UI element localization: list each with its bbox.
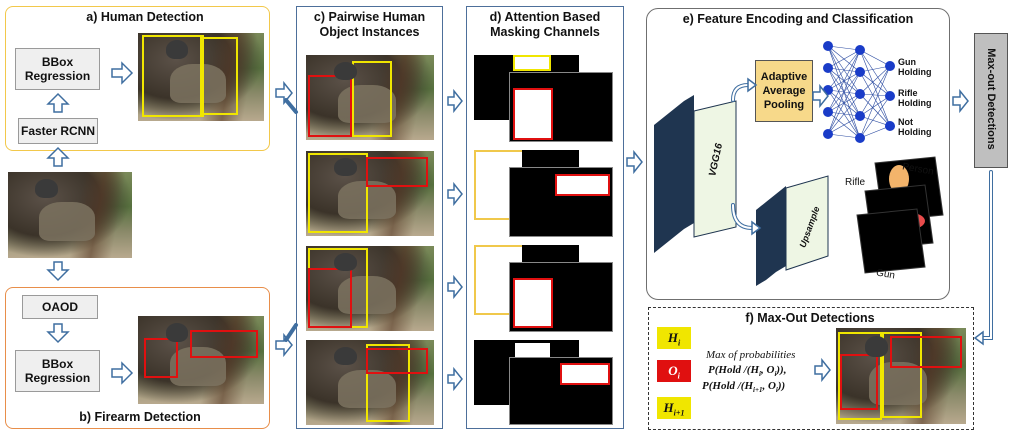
prob2-c: , O [762, 380, 776, 392]
firearm-detection-image [138, 316, 264, 404]
maxout-box [974, 33, 1008, 168]
bbox-regression-box-a: BBox Regression [15, 48, 100, 90]
panel-e [646, 8, 950, 300]
firearm-box-2 [190, 330, 258, 358]
human-box-1 [142, 35, 204, 117]
heatmap-stack [856, 156, 944, 274]
prob1-a: P(Hold /(H [708, 364, 760, 376]
result-human-box-2 [882, 332, 922, 418]
panel-c [296, 6, 443, 429]
human-box-2 [200, 37, 238, 115]
mask3-back-black [522, 245, 579, 263]
prob2-a: P(Hold /(H [702, 380, 754, 392]
panel-b [5, 287, 270, 429]
panel-a-title: a) Human Detection [86, 10, 204, 24]
max-prob-text: Max of probabilities [706, 349, 796, 361]
prob1-b: i [759, 370, 761, 379]
upsample-block [756, 175, 829, 286]
prob-line-1: P(Hold /(Hi, Oi)), [708, 364, 786, 378]
pair-image-2 [306, 151, 434, 236]
pair-image-4 [306, 340, 434, 425]
bbox-regression-box-b: BBox Regression [15, 350, 100, 392]
adaptive-pooling-box: Adaptive Average Pooling [755, 60, 813, 122]
class-not-holding: Not Holding [898, 117, 932, 137]
oaod-box: OAOD [22, 295, 98, 319]
human-detection-image [138, 33, 264, 121]
mask3-front-object [513, 278, 553, 328]
prob1-e: )), [776, 364, 787, 376]
panel-f [648, 307, 974, 430]
pair3-object-box [308, 268, 352, 328]
class-rifle-holding: Rifle Holding [898, 88, 932, 108]
o-i-badge: Oi [657, 360, 691, 382]
panel-e-title: e) Feature Encoding and Classification [682, 12, 914, 26]
mask1-back-human [513, 55, 551, 71]
panel-f-title: f) Max-Out Detections [745, 311, 875, 325]
pair2-object-box [366, 157, 428, 187]
panel-d [466, 6, 624, 429]
panel-d-title: d) Attention Based Masking Channels [489, 10, 601, 39]
mask4-front-object [560, 363, 610, 385]
pair2-human-box [308, 153, 368, 233]
panel-b-title: b) Firearm Detection [79, 410, 201, 424]
faster-rcnn-box: Faster RCNN [18, 118, 98, 144]
mask2-front-object [555, 174, 610, 196]
o-i-sub: i [677, 371, 680, 381]
prob1-d: i [774, 370, 777, 379]
mask1-front-object [513, 88, 553, 140]
maxout-result-image [836, 328, 966, 424]
pair-image-3 [306, 246, 434, 331]
o-i-text: O [668, 363, 678, 378]
result-object-box-1 [840, 354, 878, 410]
prob2-d: i [775, 386, 778, 395]
heatmap-rifle-label: Rifle [845, 177, 866, 188]
prob-line-2: P(Hold /(Hi+1, Oi)) [702, 380, 785, 394]
input-image [8, 172, 132, 258]
classifier-network [823, 41, 895, 143]
prob2-b: i+1 [753, 386, 763, 395]
pair-image-1 [306, 55, 434, 140]
result-human-box-1 [838, 332, 882, 420]
h-i-sub: i [677, 338, 681, 348]
panel-a [5, 6, 270, 151]
vgg16-block [654, 95, 737, 253]
h-i-badge: Hi [657, 327, 691, 349]
result-object-box-2 [890, 336, 962, 368]
prob1-c: , O [760, 364, 775, 376]
prob2-e: )) [777, 380, 786, 392]
class-gun-holding: Gun Holding [898, 57, 932, 77]
h-next-text: H [663, 400, 674, 415]
pair1-human-box [352, 61, 392, 137]
mask2-back-black [522, 150, 579, 168]
panel-c-title: c) Pairwise Human Object Instances [313, 10, 426, 39]
h-next-badge: Hi+1 [657, 397, 691, 419]
pair4-object-box [366, 348, 428, 374]
h-next-sub: i+1 [673, 408, 685, 418]
pair4-human-box [366, 344, 410, 422]
h-i-text: H [667, 330, 678, 345]
firearm-box-1 [144, 338, 178, 378]
pair1-object-box [308, 75, 352, 137]
mask4-back-human [515, 343, 550, 357]
